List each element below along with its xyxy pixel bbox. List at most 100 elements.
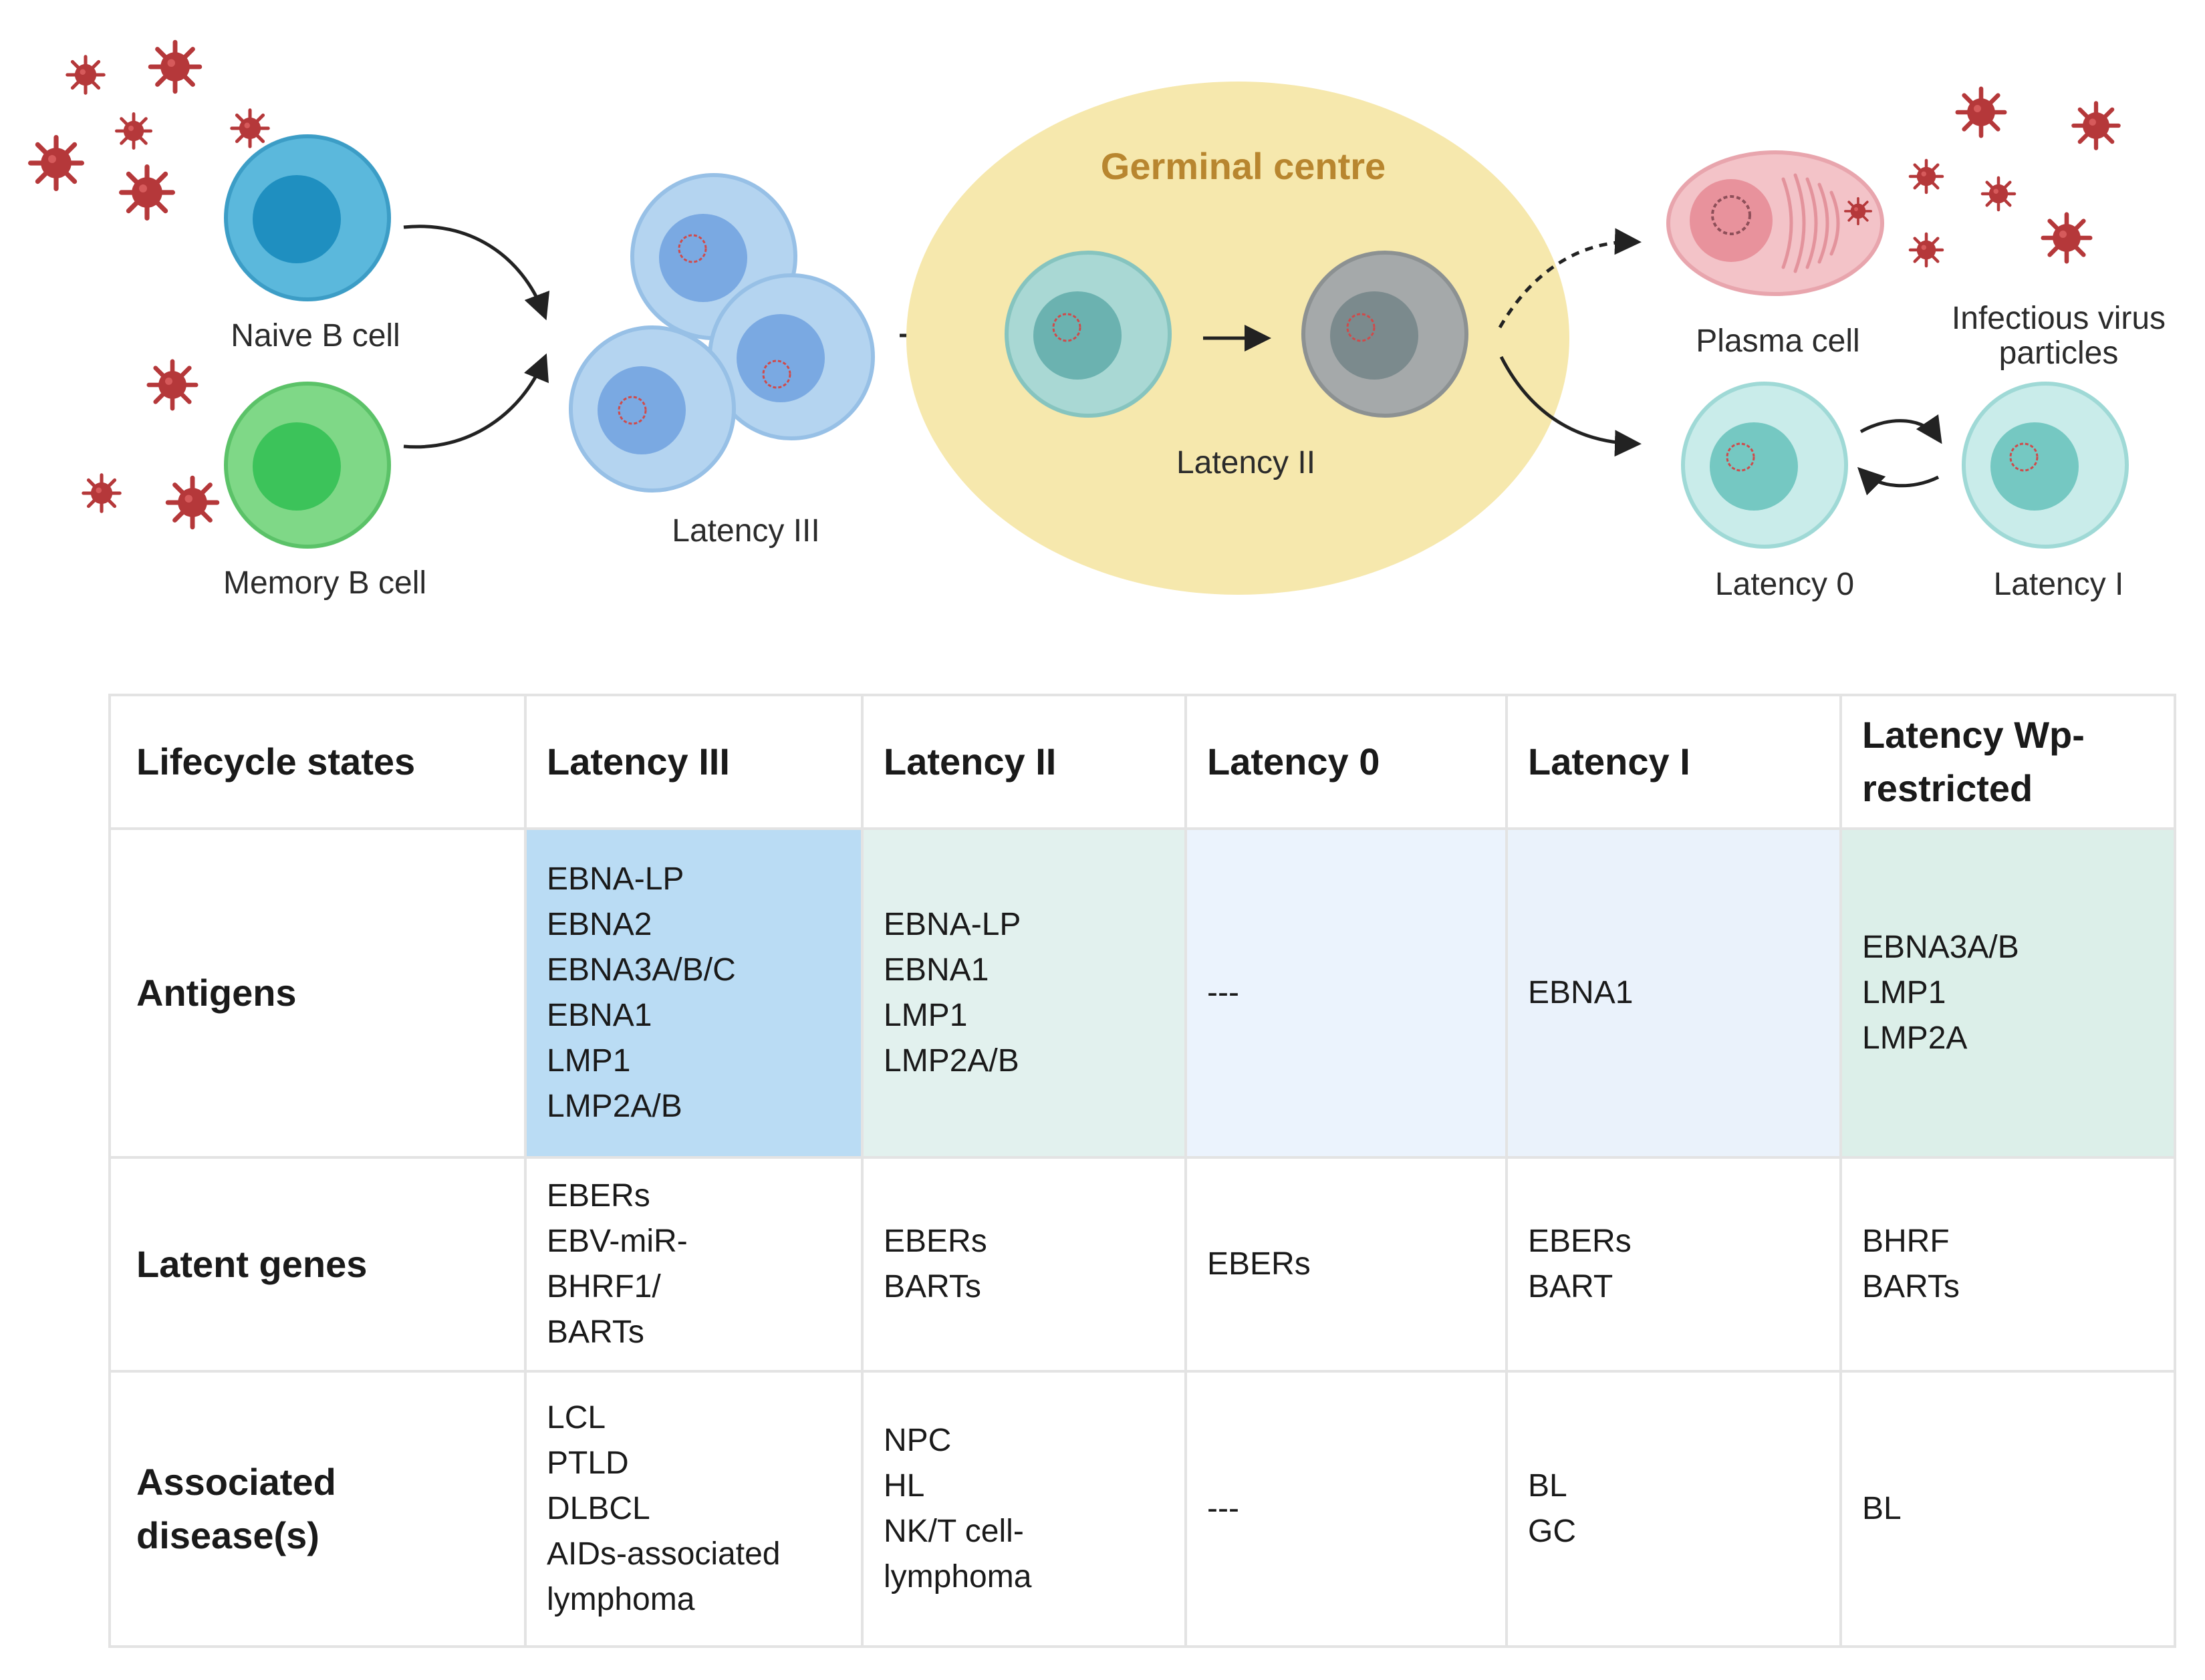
cell-line: EBNA-LP	[547, 861, 684, 897]
latency-ii-cell	[1301, 251, 1468, 418]
germinal-centre-title: Germinal centre	[1101, 145, 1386, 187]
cell-line: BHRF1/	[547, 1269, 661, 1304]
virus-particle-icon	[31, 138, 82, 189]
transition-arrow	[1499, 356, 1642, 457]
virus-particle-icon	[116, 114, 150, 148]
cell-line: LCL	[547, 1400, 606, 1435]
cell-line: PTLD	[547, 1445, 629, 1481]
cell-line: EBERs	[547, 1178, 650, 1214]
cell-latency-iii: LCL PTLD DLBCL AIDs-associated lymphoma	[524, 1370, 864, 1648]
cell-line: BARTs	[547, 1314, 644, 1350]
cell-line: LMP1	[1862, 975, 1946, 1010]
header-latency-wp-restricted: Latency Wp-restricted	[1839, 694, 2176, 830]
cell-line: LMP2A/B	[547, 1089, 682, 1124]
cell-line: LMP1	[547, 1043, 631, 1079]
latency-iii-label: Latency III	[672, 513, 819, 549]
row-label: Latent genes	[108, 1156, 527, 1373]
virus-particle-icon	[68, 57, 104, 93]
virus-particle-icon	[84, 475, 120, 511]
cell-latency-i: BL GC	[1505, 1370, 1842, 1648]
infectious-virus-particles-label-line-2: particles	[1999, 335, 2119, 371]
header-lifecycle-states: Lifecycle states	[108, 694, 527, 830]
infection-arrow	[403, 225, 550, 321]
latency-iii-cell-cluster	[569, 173, 875, 493]
row-label: Associated disease(s)	[108, 1370, 527, 1648]
infectious-virus-particles-label-line-1: Infectious virus	[1952, 301, 2166, 336]
naive-b-cell-label: Naive B cell	[231, 318, 400, 354]
plasma-cell-label: Plasma cell	[1696, 323, 1859, 359]
cell-line: EBNA3A/B	[1862, 930, 2019, 965]
latency-i-cell	[1962, 382, 2129, 549]
cell-line: EBNA-LP	[884, 907, 1021, 942]
cell-line: HL	[884, 1468, 925, 1504]
virus-particle-icon	[1844, 196, 1872, 226]
row-label: Antigens	[108, 827, 527, 1159]
virus-particle-icon	[1958, 89, 2004, 136]
cell-line: DLBCL	[547, 1491, 650, 1526]
cell-line: NPC	[884, 1423, 952, 1458]
cell-line: ---	[1207, 975, 1239, 1010]
cell-line: BL	[1528, 1468, 1567, 1504]
virus-particle-icon	[1910, 160, 1942, 192]
cell-latency-wp-restricted: BL	[1839, 1370, 2176, 1648]
interconversion-arrow	[1859, 414, 1942, 444]
cell-line: BL	[1862, 1491, 1902, 1526]
latency-ii-label: Latency II	[1176, 445, 1315, 480]
memory-b-cell	[224, 382, 391, 549]
table-header-row: Lifecycle states Latency III Latency II …	[108, 694, 2176, 830]
cell-line: BARTs	[884, 1269, 981, 1304]
header-latency-ii: Latency II	[861, 694, 1187, 830]
plasma-cell	[1666, 150, 1884, 296]
virus-particle-icon	[2073, 103, 2118, 148]
cell-line: EBNA1	[884, 952, 989, 988]
cell-line: LMP2A/B	[884, 1043, 1019, 1079]
header-latency-i: Latency I	[1505, 694, 1842, 830]
cell-latency-0: EBERs	[1184, 1156, 1508, 1373]
latency-0-label: Latency 0	[1715, 567, 1854, 602]
latency-states-table: Lifecycle states Latency III Latency II …	[108, 694, 2176, 1648]
cell-latency-i: EBNA1	[1505, 827, 1842, 1159]
interconversion-arrow	[1857, 466, 1940, 496]
cell-line: GC	[1528, 1514, 1576, 1549]
cell-line: EBNA1	[547, 998, 652, 1033]
cell-latency-wp-restricted: BHRF BARTs	[1839, 1156, 2176, 1373]
virus-particle-icon	[122, 167, 173, 219]
cell-line: NK/T cell-	[884, 1514, 1024, 1549]
memory-b-cell-label: Memory B cell	[223, 565, 426, 601]
cell-latency-0: ---	[1184, 1370, 1508, 1648]
cell-line: EBNA3A/B/C	[547, 952, 736, 988]
cell-line: LMP2A	[1862, 1020, 1968, 1056]
cell-line: lymphoma	[884, 1559, 1032, 1594]
header-latency-0: Latency 0	[1184, 694, 1508, 830]
virus-particle-icon	[168, 478, 217, 527]
virus-particle-icon	[150, 42, 200, 92]
cell-line: AIDs-associated	[547, 1536, 781, 1572]
cell-line: BARTs	[1862, 1269, 1960, 1304]
cell-line: BHRF	[1862, 1224, 1950, 1259]
cell-line: lymphoma	[547, 1582, 695, 1617]
latency-ii-cell	[1005, 251, 1172, 418]
cell-latency-0: ---	[1184, 827, 1508, 1159]
naive-b-cell	[224, 134, 391, 301]
associated-diseases-row: Associated disease(s) LCL PTLD DLBCL AIDs-as…	[108, 1370, 2176, 1648]
latency-0-cell	[1681, 382, 1848, 549]
virus-particle-icon	[1910, 234, 1942, 266]
cell-line: BART	[1528, 1269, 1613, 1304]
cell-line: EBV-miR-	[547, 1224, 688, 1259]
cell-latency-ii: NPC HL NK/T cell-lymphoma	[861, 1370, 1187, 1648]
cell-line: LMP1	[884, 998, 968, 1033]
virus-particle-icon	[232, 110, 268, 146]
cell-line: EBERs	[884, 1224, 987, 1259]
cell-line: EBERs	[1207, 1246, 1311, 1282]
latency-i-label: Latency I	[1994, 567, 2124, 602]
virus-particle-icon	[2043, 215, 2090, 261]
cell-line: EBNA2	[547, 907, 652, 942]
